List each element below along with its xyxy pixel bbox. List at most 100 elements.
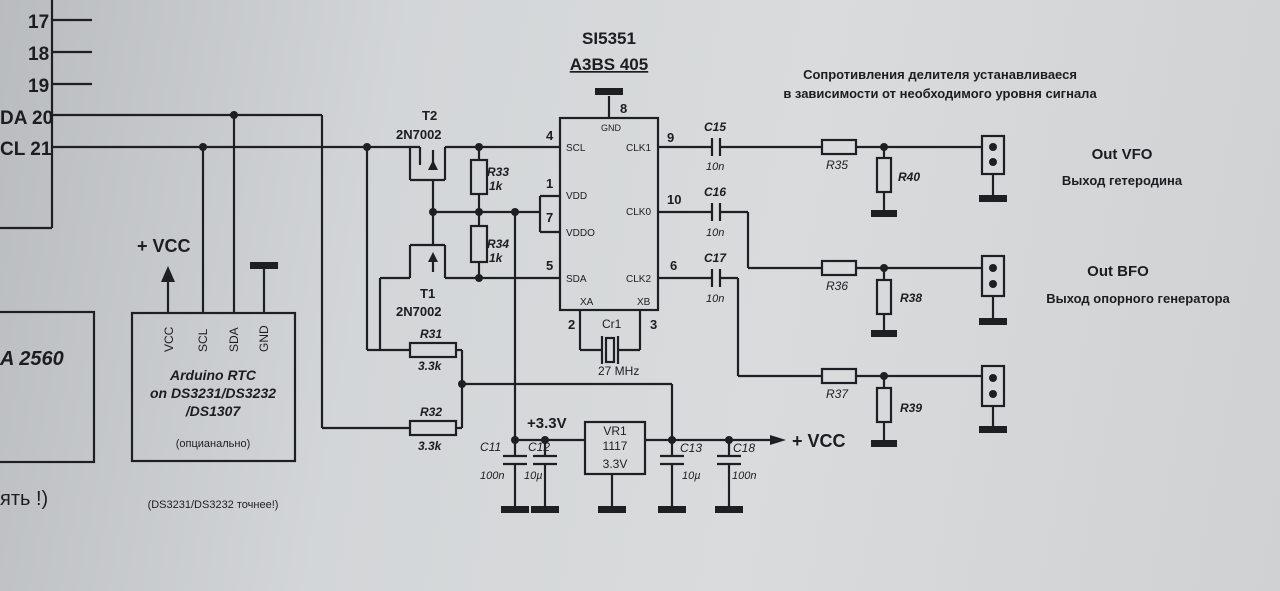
c17-ref: C17 bbox=[704, 251, 727, 265]
c17-value: 10n bbox=[706, 293, 724, 305]
c13-value: 10µ bbox=[682, 470, 701, 482]
pin-clk2-num: 6 bbox=[670, 258, 677, 273]
t1-part: 2N7002 bbox=[396, 304, 442, 319]
pin-vddo-num: 7 bbox=[546, 210, 553, 225]
pin-clk2-label: CLK2 bbox=[626, 274, 651, 285]
vfo-description: Выход гетеродина bbox=[1062, 173, 1183, 188]
rtc-vcc-label: + VCC bbox=[137, 236, 191, 256]
pin-gnd-label: GND bbox=[601, 123, 622, 133]
c11-value: 100n bbox=[480, 470, 504, 482]
supply-3v3-label: +3.3V bbox=[527, 415, 567, 432]
r31-value: 3.3k bbox=[418, 359, 443, 373]
level-shifter: T2 2N7002 T1 2N7002 R33 1k R34 1k bbox=[378, 108, 674, 453]
pin-vddo-label: VDDO bbox=[566, 228, 595, 239]
c13-ref: C13 bbox=[680, 441, 702, 455]
vfo-connector bbox=[980, 134, 1006, 176]
c15-value: 10n bbox=[706, 161, 724, 173]
pin-vdd-num: 1 bbox=[546, 176, 553, 191]
c16-ref: C16 bbox=[704, 185, 726, 199]
c11-ref: C11 bbox=[480, 440, 501, 454]
rtc-module: + VCC VCC SCL SDA GND Arduino RTC on DS3… bbox=[130, 236, 297, 511]
r34-ref: R34 bbox=[487, 237, 509, 251]
r36-ref: R36 bbox=[826, 279, 848, 293]
rtc-pin-sda: SDA bbox=[227, 327, 241, 352]
mcu-block: 17 18 19 DA 20 CL 21 A 2560 ять !) bbox=[0, 0, 96, 510]
t2-ref: T2 bbox=[422, 108, 437, 123]
pin-sda-label: SDA bbox=[566, 274, 587, 285]
pin-scl-label: SCL bbox=[566, 143, 586, 154]
r31-ref: R31 bbox=[420, 327, 442, 341]
pin-scl-num: 4 bbox=[546, 128, 554, 143]
crystal-ref: Cr1 bbox=[602, 317, 622, 331]
t2-part: 2N7002 bbox=[396, 127, 442, 142]
vcc-out-label: + VCC bbox=[792, 431, 846, 451]
r32-ref: R32 bbox=[420, 405, 442, 419]
pin-gnd-num: 8 bbox=[620, 101, 627, 116]
t1-ref: T1 bbox=[420, 286, 435, 301]
chip-name: SI5351 bbox=[582, 29, 636, 48]
pin-vdd-label: VDD bbox=[566, 191, 587, 202]
r39-ref: R39 bbox=[900, 401, 922, 415]
c12-ref: C12 bbox=[528, 440, 550, 454]
mcu-name: A 2560 bbox=[0, 348, 64, 370]
r37-ref: R37 bbox=[826, 387, 849, 401]
r35-ref: R35 bbox=[826, 158, 848, 172]
divider-note-line1: Сопротивления делителя устанавливаеся bbox=[803, 67, 1077, 82]
chip-ground-symbol bbox=[595, 88, 623, 95]
r33-value: 1k bbox=[489, 179, 504, 193]
pin-clk0-num: 10 bbox=[667, 192, 681, 207]
mcu-pin-18: 18 bbox=[28, 44, 49, 65]
vfo-label: Out VFO bbox=[1092, 146, 1153, 163]
r38-ref: R38 bbox=[900, 291, 922, 305]
r32-value: 3.3k bbox=[418, 439, 443, 453]
pin-xa-num: 2 bbox=[568, 317, 575, 332]
rtc-ground-symbol bbox=[250, 262, 278, 269]
c15-ref: C15 bbox=[704, 120, 726, 134]
pin-xa-label: XA bbox=[580, 297, 594, 308]
clk2-connector bbox=[980, 364, 1006, 408]
pin-xb-label: XB bbox=[637, 297, 651, 308]
c18-ref: C18 bbox=[733, 441, 755, 455]
rtc-pin-vcc: VCC bbox=[162, 326, 176, 352]
rtc-pin-scl: SCL bbox=[196, 328, 210, 352]
divider-note-line2: в зависимости от необходимого уровня сиг… bbox=[783, 86, 1097, 101]
pin-clk1-label: CLK1 bbox=[626, 143, 651, 154]
r40-ref: R40 bbox=[898, 170, 920, 184]
rtc-optional-label: (опцианально) bbox=[176, 438, 251, 450]
i2c-bus bbox=[52, 111, 420, 430]
r33-ref: R33 bbox=[487, 165, 509, 179]
chip-part: A3BS 405 bbox=[570, 55, 648, 74]
mcu-pin-17: 17 bbox=[28, 12, 49, 33]
rtc-title-line3: /DS1307 bbox=[185, 403, 242, 419]
mcu-body bbox=[0, 310, 96, 464]
rtc-title-line2: on DS3231/DS3232 bbox=[150, 385, 276, 401]
crystal-frequency: 27 MHz bbox=[598, 364, 639, 378]
pin-xb-num: 3 bbox=[650, 317, 657, 332]
c18-value: 100n bbox=[732, 470, 756, 482]
vr1-part: 1117 bbox=[603, 439, 628, 453]
crystal-cr1: Cr1 27 MHz bbox=[578, 310, 642, 378]
vr1-voltage: 3.3V bbox=[603, 457, 628, 471]
rtc-pin-gnd: GND bbox=[257, 325, 271, 352]
r34-value: 1k bbox=[489, 251, 504, 265]
bfo-description: Выход опорного генератора bbox=[1046, 291, 1230, 306]
si5351-chip: SI5351 A3BS 405 8 GND 4 SCL 1 VDD 7 VDDO… bbox=[538, 29, 681, 332]
mcu-pin-scl: CL 21 bbox=[0, 139, 52, 160]
pin-clk0-label: CLK0 bbox=[626, 207, 651, 218]
output-network: Сопротивления делителя устанавливаеся в … bbox=[658, 67, 1231, 447]
power-section: +3.3V C11 100n C12 10µ VR1 1117 3.3V + V… bbox=[480, 212, 846, 513]
mcu-note-fragment: ять !) bbox=[0, 488, 48, 510]
c12-value: 10µ bbox=[524, 470, 543, 482]
vr1-body bbox=[583, 420, 647, 476]
rtc-title-line1: Arduino RTC bbox=[169, 367, 257, 383]
vr1-ref: VR1 bbox=[603, 424, 627, 438]
bfo-connector bbox=[980, 254, 1006, 298]
c16-value: 10n bbox=[706, 227, 724, 239]
rtc-accuracy-note: (DS3231/DS3232 точнее!) bbox=[148, 499, 279, 511]
mcu-pin-19: 19 bbox=[28, 76, 49, 97]
pin-clk1-num: 9 bbox=[667, 130, 674, 145]
mcu-pin-sda: DA 20 bbox=[0, 108, 53, 129]
pin-sda-num: 5 bbox=[546, 258, 553, 273]
